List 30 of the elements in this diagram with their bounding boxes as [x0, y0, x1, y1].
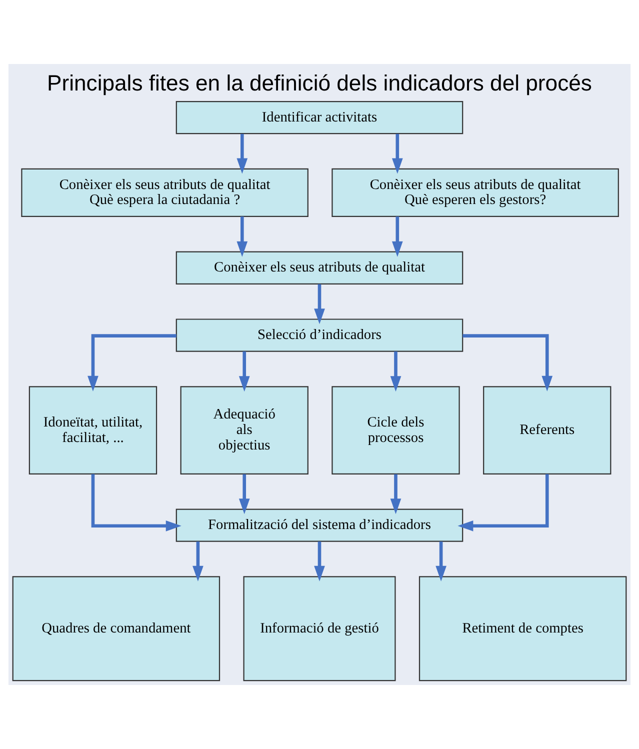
arrow: [392, 134, 403, 174]
node-box: Conèixer els seus atributs de qualitat: [176, 251, 464, 284]
node-box: Quadres de comandament: [12, 576, 220, 682]
node-box: Retiment de comptes: [418, 576, 627, 682]
node-box: Conèixer els seus atributs de qualitat Què esperen els gestors?: [332, 168, 619, 218]
arrow: [390, 474, 402, 514]
node-box: Cicle dels processos: [332, 386, 460, 474]
node-box: Identificar activitats: [176, 101, 464, 134]
diagram-title: Principals fites en la definició dels indicadors del procés: [47, 70, 592, 96]
node-box: Conèixer els seus atributs de qualitat Què espera la ciutadania ?: [21, 168, 308, 218]
arrow: [238, 474, 250, 514]
arrow: [462, 334, 553, 392]
node-box: Selecció d’indicadors: [176, 318, 464, 352]
node-box: Adequació als objectius: [180, 386, 308, 474]
arrow: [390, 351, 402, 392]
arrow: [91, 474, 182, 532]
arrow: [88, 334, 176, 392]
node-box: Formalització del sistema d’indicadors: [176, 508, 464, 542]
arrow: [436, 541, 446, 582]
arrow: [458, 474, 549, 532]
node-box: Idoneïtat, utilitat, facilitat, ...: [28, 386, 158, 474]
arrow: [314, 284, 325, 324]
node-box: Informació de gestió: [243, 576, 396, 682]
arrow: [192, 541, 204, 582]
arrow: [314, 541, 325, 582]
arrow: [238, 351, 250, 392]
arrow: [236, 134, 248, 174]
node-box: Referents: [483, 386, 612, 474]
arrow: [392, 216, 403, 257]
arrow: [236, 216, 248, 257]
